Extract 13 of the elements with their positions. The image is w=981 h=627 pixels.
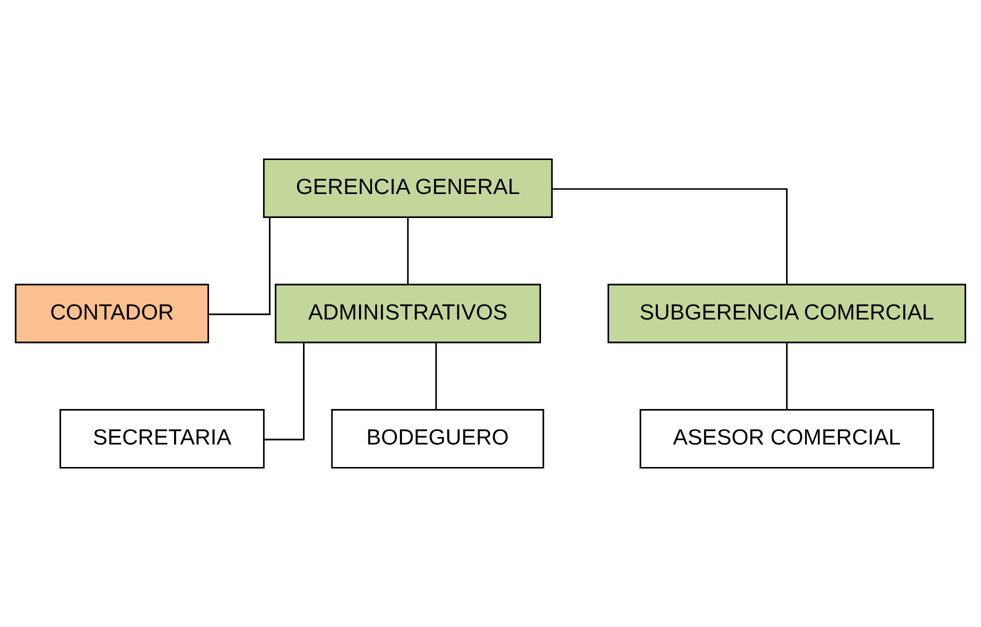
connector xyxy=(264,342,305,440)
node-box: SUBGERENCIA COMERCIAL xyxy=(608,284,966,344)
connector xyxy=(552,188,788,284)
node-box: ADMINISTRATIVOS xyxy=(274,284,541,344)
connector xyxy=(208,217,270,316)
connector xyxy=(786,342,788,410)
connector xyxy=(435,342,437,410)
node-box: BODEGUERO xyxy=(331,409,544,469)
connector xyxy=(407,217,409,284)
node-box: GERENCIA GENERAL xyxy=(263,158,553,218)
node-box: CONTADOR xyxy=(14,284,210,344)
node-box: SECRETARIA xyxy=(60,409,265,469)
node-box: ASESOR COMERCIAL xyxy=(640,409,934,469)
